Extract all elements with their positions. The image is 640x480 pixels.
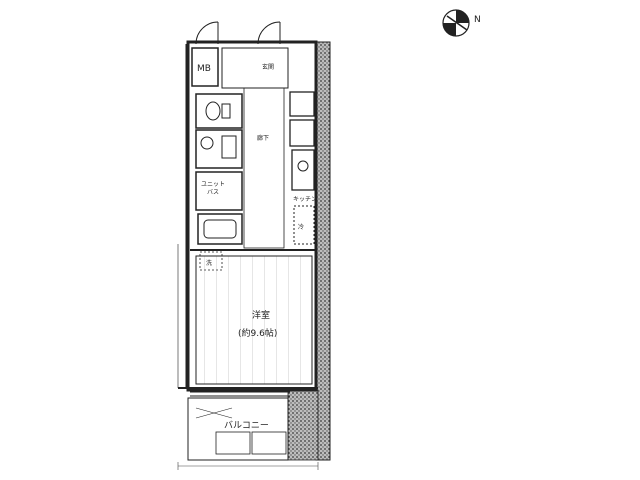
outer-walls bbox=[177, 40, 318, 392]
entrance-label: 玄関 bbox=[262, 63, 274, 71]
bathtub bbox=[197, 213, 243, 245]
refrigerator-space bbox=[293, 205, 315, 245]
main-room-name: 洋室 bbox=[252, 309, 270, 321]
hallway-area bbox=[243, 87, 285, 249]
dimension-line-bottom bbox=[177, 462, 319, 470]
north-arrow-icon bbox=[442, 9, 470, 37]
balcony-area bbox=[187, 397, 289, 461]
shoe-cabinet bbox=[289, 91, 315, 147]
kitchen-counter bbox=[291, 149, 315, 191]
washroom bbox=[195, 129, 243, 169]
toilet-room bbox=[195, 93, 243, 129]
north-label: N bbox=[474, 15, 481, 25]
unit-bath-label-2: バス bbox=[207, 189, 219, 196]
balcony-wall-right bbox=[287, 389, 319, 461]
windows bbox=[190, 391, 290, 397]
entrance-area bbox=[221, 47, 289, 89]
main-room-size: (約9.6帖) bbox=[238, 327, 277, 339]
hallway-label: 廊下 bbox=[257, 134, 269, 142]
kitchen-label: キッチン bbox=[293, 196, 317, 203]
refrigerator-label: 冷 bbox=[298, 223, 304, 231]
balcony-outdoor-units bbox=[215, 431, 287, 455]
entrance-door bbox=[195, 21, 281, 45]
unit-bath-label-1: ユニット bbox=[201, 181, 225, 188]
unit-bath bbox=[195, 171, 243, 211]
mb-label: MB bbox=[197, 64, 211, 74]
balcony-label: バルコニー bbox=[224, 420, 269, 431]
main-room-area bbox=[195, 255, 313, 385]
meter-box bbox=[191, 47, 219, 87]
